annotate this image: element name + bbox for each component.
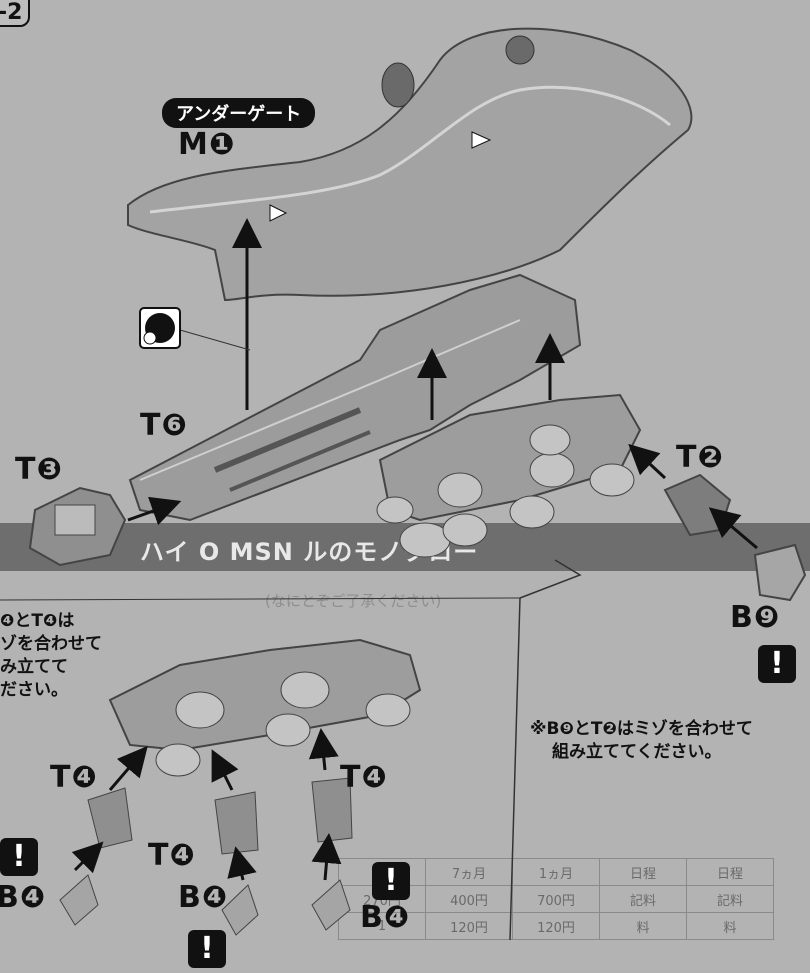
step-label: -2 (0, 0, 31, 27)
table-cell: 料 (686, 912, 774, 940)
note-right-line: ※B❾とT❷はミゾを合わせて (530, 719, 753, 739)
detail-leader-line (179, 329, 251, 351)
table-cell: 日程 (599, 858, 687, 886)
table-cell: 700円 (512, 885, 600, 913)
table-cell: 記料 (599, 885, 687, 913)
detail-circle (143, 331, 157, 345)
note-left-line: み立てて (0, 657, 68, 677)
part-b4-shape (221, 884, 259, 936)
background-faint-text: (なにとぞご了承ください) (265, 592, 442, 610)
table-cell: 400円 (425, 885, 513, 913)
table-cell: 7ヵ月 (425, 858, 513, 886)
callout-line (509, 597, 521, 941)
part-m1-shape (127, 27, 693, 302)
table-cell: 日程 (686, 858, 774, 886)
part-t4-shape (87, 787, 133, 849)
callout-line (519, 559, 582, 599)
note-right-line: 組み立ててください。 (552, 742, 722, 762)
part-t4-shape (214, 791, 259, 855)
warning-icon: ! (758, 645, 796, 683)
part-b4-shape (311, 879, 351, 931)
warning-icon: ! (372, 862, 410, 900)
part-t3-shape (28, 486, 127, 567)
part-label-t4: T❹ (340, 760, 388, 795)
part-label-t3: T❸ (15, 452, 63, 487)
part-label-t4: T❹ (50, 760, 98, 795)
part-exhaust-unit-top (376, 393, 642, 558)
table-cell: 1 (338, 912, 426, 940)
part-b9-shape (753, 543, 807, 602)
warning-icon: ! (188, 930, 226, 968)
assembly-arrows (71, 218, 758, 881)
part-exhaust-unit-bottom (108, 638, 422, 777)
warning-icon: ! (0, 838, 38, 876)
note-left-line: ゾを合わせて (0, 634, 102, 654)
part-label-b4: B❹ (178, 880, 229, 915)
part-label-b9: B❾ (730, 600, 781, 635)
part-label-b4: B❹ (360, 900, 411, 935)
callout-line (0, 597, 521, 601)
part-label-t2: T❷ (676, 440, 724, 475)
part-t2-shape (663, 473, 732, 537)
table-cell: 120円 (512, 912, 600, 940)
part-t4-shape (311, 777, 353, 843)
part-label-m1: M❶ (178, 127, 236, 162)
part-label-t6: T❻ (140, 408, 188, 443)
part-label-b4: B❹ (0, 880, 47, 915)
part-label-t4: T❹ (148, 838, 196, 873)
table-cell: 120円 (425, 912, 513, 940)
gate-label-badge: アンダーゲート (162, 98, 316, 128)
note-left-line: ❹とT❹は (0, 611, 75, 631)
note-left-line: ださい。 (0, 680, 68, 700)
table-cell: 1ヵ月 (512, 858, 600, 886)
part-b4-shape (59, 874, 99, 926)
